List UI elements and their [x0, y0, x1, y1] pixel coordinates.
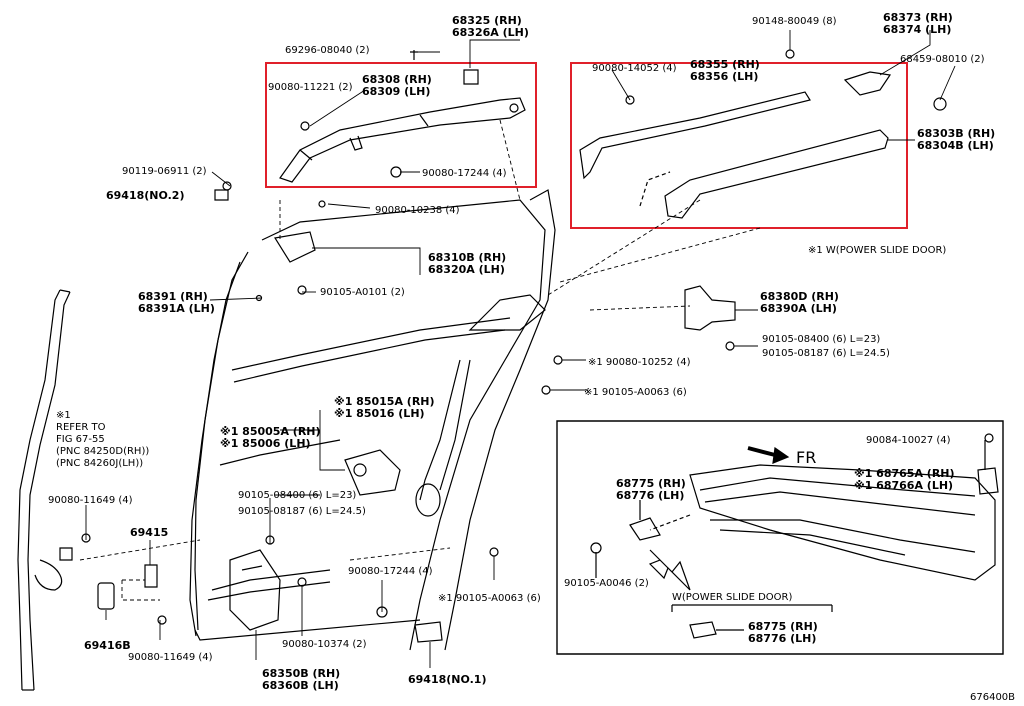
part-68310b-rh: 68310B (RH) [428, 251, 507, 264]
part-label-90105-a0101: 90105-A0101 (2) [320, 287, 405, 298]
part-label-69415: 69415 [130, 526, 169, 539]
part-label-68775-caption: 68775 (RH) 68776 (LH) [748, 621, 818, 645]
roller-bracket-right [542, 286, 735, 394]
part-label-90080-11221: 90080-11221 (2) [268, 82, 353, 93]
upper-rail-left [280, 50, 525, 182]
part-label-90105-a0063-mid: ※1 90105-A0063 (6) [584, 387, 687, 398]
lower-hinge [230, 536, 306, 630]
part-label-90084-10027: 90084-10027 (4) [866, 435, 951, 446]
part-68390a-lh: 68390A (LH) [760, 302, 837, 315]
part-68765a-rh: ※1 68765A (RH) [854, 467, 955, 480]
part-label-90105-08400-right: 90105-08400 (6) L=23) [762, 334, 881, 345]
note-power-slide-door: ※1 W(POWER SLIDE DOOR) [808, 245, 947, 256]
part-68355-rh: 68355 (RH) [690, 58, 760, 71]
refer-note-line3: (PNC 84250D(RH)) [56, 446, 150, 457]
part-label-90105-a0063-bottom: ※1 90105-A0063 (6) [438, 593, 541, 604]
inset-power-slide-door [557, 421, 1003, 654]
part-85005a-rh: ※1 85005A (RH) [220, 425, 321, 438]
refer-note-line1: REFER TO [56, 422, 106, 433]
part-68325-rh: 68325 (RH) [452, 14, 522, 27]
part-label-90080-10252: ※1 90080-10252 (4) [588, 357, 691, 368]
part-68320a-lh: 68320A (LH) [428, 263, 505, 276]
part-label-85005a: ※1 85005A (RH) ※1 85006 (LH) [220, 426, 321, 450]
refer-note-mark: ※1 [56, 410, 71, 421]
part-label-90105-a0046: 90105-A0046 (2) [564, 578, 649, 589]
hinge-center [257, 232, 316, 301]
part-label-90080-17244-top: 90080-17244 (4) [422, 168, 507, 179]
figure-id: 676400B [970, 692, 1016, 703]
left-small-brackets [82, 182, 498, 642]
part-label-90148-80049: 90148-80049 (8) [752, 16, 837, 27]
part-label-69296-08040: 69296-08040 (2) [285, 45, 370, 56]
part-68304b-lh: 68304B (LH) [917, 139, 994, 152]
part-label-90105-08400-left: 90105-08400 (6) L=23) [238, 490, 357, 501]
upper-rail-right [580, 50, 946, 218]
part-68303b-rh: 68303B (RH) [917, 127, 996, 140]
leader-lines [80, 30, 955, 668]
part-label-90080-11649-b: 90080-11649 (4) [128, 652, 213, 663]
part-label-90080-10374: 90080-10374 (2) [282, 639, 367, 650]
part-68350b-rh: 68350B (RH) [262, 667, 341, 680]
part-label-90080-14052: 90080-14052 (4) [592, 63, 677, 74]
part-label-68775-inset: 68775 (RH) 68776 (LH) [616, 478, 686, 502]
part-label-90080-11649-a: 90080-11649 (4) [48, 495, 133, 506]
part-68766a-lh: ※1 68766A (LH) [854, 479, 954, 492]
part-label-68303b: 68303B (RH) 68304B (LH) [917, 128, 995, 152]
part-68308-rh: 68308 (RH) [362, 73, 432, 86]
part-68776-caption-lh: 68776 (LH) [748, 632, 817, 645]
inset-caption: W(POWER SLIDE DOOR) [672, 592, 793, 603]
part-label-68355: 68355 (RH) 68356 (LH) [690, 59, 760, 83]
part-label-69418-no1: 69418(NO.1) [408, 673, 487, 686]
part-68356-lh: 68356 (LH) [690, 70, 759, 83]
part-label-69416b: 69416B [84, 639, 131, 652]
part-label-68765a: ※1 68765A (RH) ※1 68766A (LH) [854, 468, 955, 492]
part-68776-inset-lh: 68776 (LH) [616, 489, 685, 502]
part-85016-lh: ※1 85016 (LH) [334, 407, 425, 420]
part-label-68391: 68391 (RH) 68391A (LH) [138, 291, 215, 315]
part-85006-lh: ※1 85006 (LH) [220, 437, 311, 450]
part-68308-lh: 68309 (LH) [362, 85, 431, 98]
part-label-85015a: ※1 85015A (RH) ※1 85016 (LH) [334, 396, 435, 420]
part-68775-inset-rh: 68775 (RH) [616, 477, 686, 490]
part-label-69418-no2: 69418(NO.2) [106, 189, 185, 202]
refer-note: ※1 REFER TO FIG 67-55 (PNC 84250D(RH)) (… [56, 410, 149, 470]
part-68374-lh: 68374 (LH) [883, 23, 952, 36]
refer-note-line2: FIG 67-55 [56, 434, 105, 445]
part-68360b-lh: 68360B (LH) [262, 679, 339, 692]
part-68380d-rh: 68380D (RH) [760, 290, 839, 303]
part-68325-lh: 68326A (LH) [452, 26, 529, 39]
part-68391-rh: 68391 (RH) [138, 290, 208, 303]
refer-note-line4: (PNC 84260J(LH)) [56, 458, 144, 469]
part-label-90105-08187-left: 90105-08187 (6) L=24.5) [238, 506, 366, 517]
part-label-68459-08010: 68459-08010 (2) [900, 54, 985, 65]
weatherstrip [18, 290, 72, 690]
part-label-90080-17244-bottom: 90080-17244 (4) [348, 566, 433, 577]
part-68391a-lh: 68391A (LH) [138, 302, 215, 315]
part-label-90080-10238: 90080-10238 (4) [375, 205, 460, 216]
part-85015a-rh: ※1 85015A (RH) [334, 395, 435, 408]
door-lock-cable [345, 295, 545, 516]
part-label-68380d: 68380D (RH) 68390A (LH) [760, 291, 839, 315]
part-label-90105-08187-right: 90105-08187 (6) L=24.5) [762, 348, 890, 359]
part-label-68308: 68308 (RH) 68309 (LH) [362, 74, 432, 98]
front-direction-label: FR [796, 448, 817, 467]
part-label-68325: 68325 (RH) 68326A (LH) [452, 15, 529, 39]
part-label-68350b: 68350B (RH) 68360B (LH) [262, 668, 340, 692]
part-68373-rh: 68373 (RH) [883, 11, 953, 24]
part-label-68373: 68373 (RH) 68374 (LH) [883, 12, 953, 36]
part-68775-caption-rh: 68775 (RH) [748, 620, 818, 633]
part-label-90119-06911: 90119-06911 (2) [122, 166, 207, 177]
slide-door-panel [190, 190, 555, 650]
part-label-68310b: 68310B (RH) 68320A (LH) [428, 252, 506, 276]
